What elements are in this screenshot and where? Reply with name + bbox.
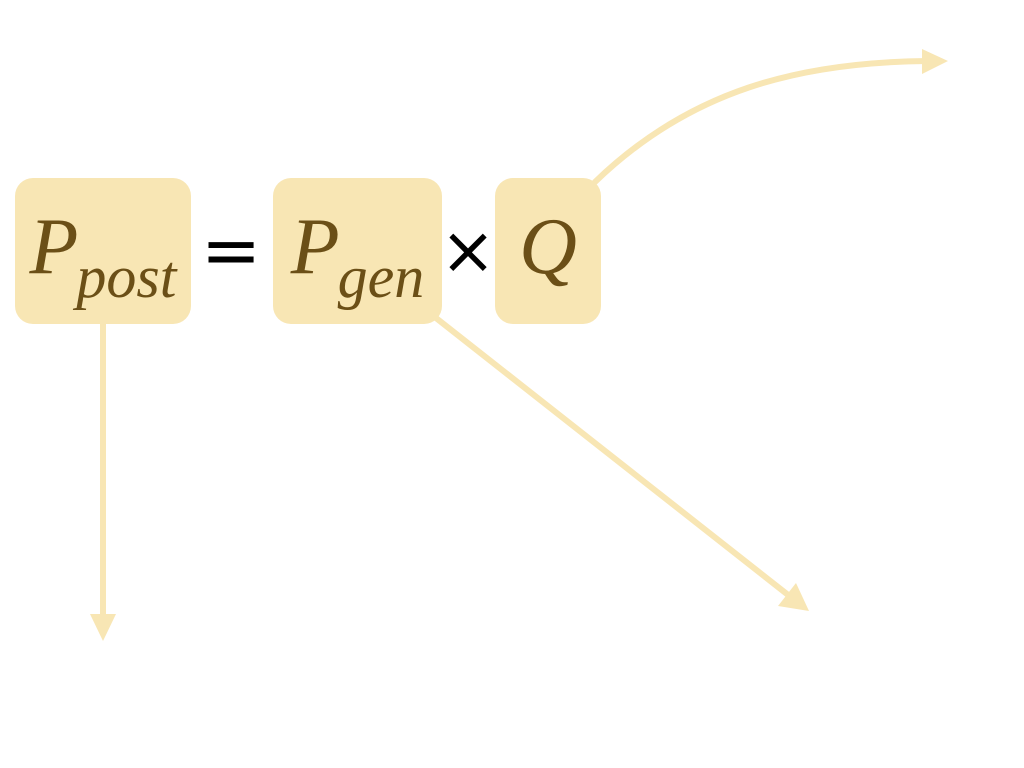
arrow-from-p-gen xyxy=(433,315,795,601)
p-gen-symbol: P xyxy=(290,203,340,291)
p-post-subscript: post xyxy=(76,244,177,310)
arrow-from-q xyxy=(592,58,931,185)
p-gen-subscript: gen xyxy=(337,244,425,310)
equals-sign: = xyxy=(200,208,262,292)
arrowhead-p-gen xyxy=(778,583,809,611)
arrowhead-q xyxy=(922,49,948,74)
times-sign: × xyxy=(440,211,496,289)
p-post-symbol: P xyxy=(29,203,79,291)
arrowhead-p-post xyxy=(90,614,116,641)
term-q-box: Q xyxy=(495,178,601,324)
q-symbol: Q xyxy=(519,203,577,291)
